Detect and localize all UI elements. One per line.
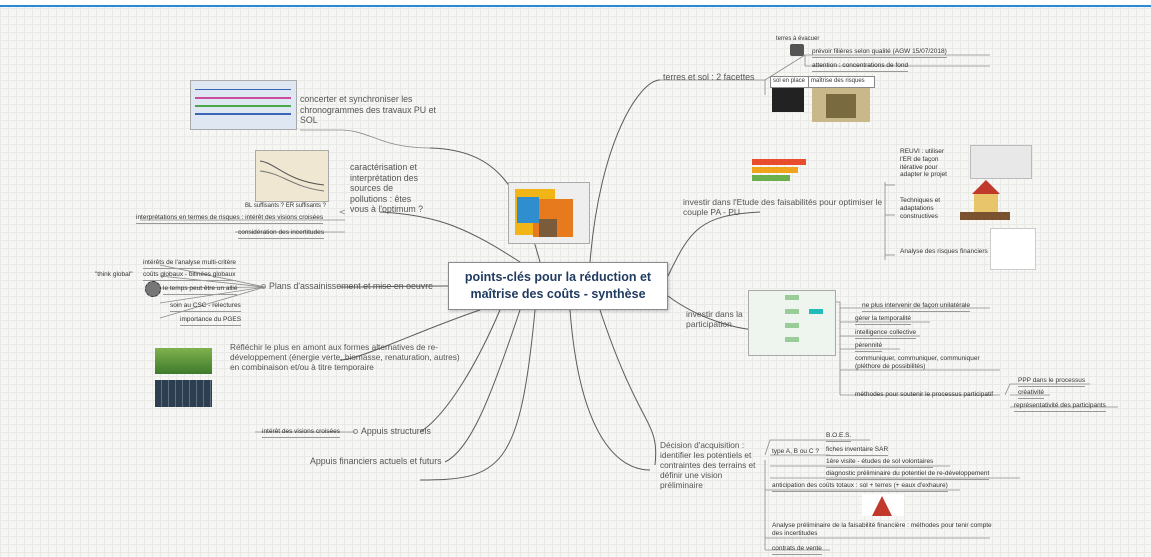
dec-analyse[interactable]: Analyse préliminaire de la faisabilité f… <box>772 522 992 537</box>
terres-sub-filieres[interactable]: prévoir filières selon qualité (AGW 15/0… <box>812 48 947 58</box>
plans-think-global: "think global" <box>95 271 133 278</box>
terres-sub-concentrations[interactable]: attention : concentrations de fond <box>812 62 909 72</box>
plans-label: Plans d'assainissement et mise en oeuvre <box>269 281 434 291</box>
part-sub-representativite[interactable]: représentativité des participants <box>1014 402 1106 412</box>
part-sub-creativite[interactable]: créativité <box>1018 389 1045 399</box>
part-sub-methodes[interactable]: méthodes pour soutenir le processus part… <box>855 391 994 398</box>
collapse-dot[interactable] <box>261 284 266 290</box>
appuis-struct-topic[interactable]: Appuis structurels <box>350 426 431 437</box>
dec-sub-diagnostic[interactable]: diagnostic préliminaire du potentiel de … <box>826 470 990 480</box>
sol-en-place-label: sol en place <box>773 78 806 84</box>
sol-image <box>772 88 804 112</box>
dumper-icon <box>790 44 804 56</box>
etude-sub-risques-financiers[interactable]: Analyse des risques financiers <box>900 248 988 255</box>
plans-topic[interactable]: Plans d'assainissement et mise en oeuvre <box>258 281 433 292</box>
risk-distribution-image <box>862 494 904 516</box>
part-sub-intelligence[interactable]: intelligence collective <box>855 329 917 339</box>
financial-chart-image <box>990 228 1036 270</box>
terres-evacuer-label: terres à évacuer <box>776 36 820 42</box>
chrono-topic[interactable]: concerter et synchroniser les chronogram… <box>300 94 436 126</box>
pollution-image <box>255 150 329 202</box>
etude-sub-techniques[interactable]: Techniques et adaptations constructives <box>900 197 941 220</box>
decision-topic[interactable]: Décision d'acquisition : identifier les … <box>660 440 756 490</box>
terres-topic[interactable]: terres et sol : 2 facettes <box>663 72 755 82</box>
collapse-dot[interactable] <box>353 429 358 435</box>
plans-sub-pges[interactable]: importance du PGES <box>180 316 242 326</box>
plans-sub-csc[interactable]: soin au CSC - relectures <box>170 302 241 312</box>
appuis-struct-sub[interactable]: intérêt des visions croisées <box>262 428 341 438</box>
etude-arrows-image <box>752 155 808 187</box>
pollution-topic[interactable]: caractérisation et interprétation des so… <box>350 162 424 215</box>
dec-sub-visite[interactable]: 1ère visite - études de sol volontaires <box>826 458 934 468</box>
appuis-struct-label: Appuis structurels <box>361 426 431 436</box>
dec-sub-boes[interactable]: B.O.E.S. <box>826 432 852 442</box>
chrono-image <box>190 80 297 130</box>
sol-en-place-box: sol en place <box>770 76 810 88</box>
part-sub-temporalite[interactable]: gérer la temporalité <box>855 315 911 325</box>
dec-anticipation[interactable]: anticipation des coûts totaux : sol + te… <box>772 482 948 492</box>
house-image <box>960 180 1010 220</box>
plans-sub-temps[interactable]: le temps peut être un allié <box>163 285 238 295</box>
plans-sub-couts[interactable]: coûts globaux - bilinées globaux <box>143 271 236 281</box>
pollution-image-caption: BL suffisants ? ER suffisants ? <box>245 203 326 209</box>
reuvi-diagram <box>970 145 1032 179</box>
dec-sub-sar[interactable]: fiches inventaire SAR <box>826 446 889 456</box>
participation-diagram <box>748 290 836 356</box>
green-field-image <box>155 348 212 374</box>
pollution-sub-uncertainties[interactable]: considération des incertitudes <box>238 229 324 239</box>
dec-contrats[interactable]: contrats de vente <box>772 545 822 555</box>
pollution-sub-risks[interactable]: interprétations en termes de risques : i… <box>136 214 324 224</box>
clock-icon <box>145 281 161 297</box>
plans-sub-multicritere[interactable]: intérêts de l'analyse multi-critère <box>143 259 236 269</box>
part-sub-communiquer[interactable]: communiquer, communiquer, communiquer (p… <box>855 355 980 370</box>
solar-panel-image <box>155 380 212 407</box>
central-topic[interactable]: points-clés pour la réduction et maîtris… <box>448 262 668 310</box>
appuis-fin-topic[interactable]: Appuis financiers actuels et futurs <box>310 456 442 466</box>
top-bar <box>0 0 1151 7</box>
part-sub-unilaterale[interactable]: ne plus intervenir de façon unilatérale <box>862 302 971 312</box>
etude-sub-reuvi[interactable]: REUVI : utiliser l'ER de façon itérative… <box>900 148 947 179</box>
maitrise-risques-label: maîtrise des risques <box>811 78 865 84</box>
etude-topic[interactable]: investir dans l'Etude des faisabilités p… <box>683 197 883 218</box>
type-abc[interactable]: type A, B ou C ? <box>772 448 819 455</box>
maitrise-risques-box: maîtrise des risques <box>808 76 875 88</box>
part-sub-perennite[interactable]: pérennité <box>855 342 883 352</box>
central-image <box>508 182 590 244</box>
part-sub-ppp[interactable]: PPP dans le processus <box>1018 377 1086 387</box>
reflechir-topic[interactable]: Réfléchir le plus en amont aux formes al… <box>230 342 460 372</box>
participation-topic[interactable]: investir dans la participation <box>686 309 743 330</box>
bank-icon <box>812 88 870 122</box>
